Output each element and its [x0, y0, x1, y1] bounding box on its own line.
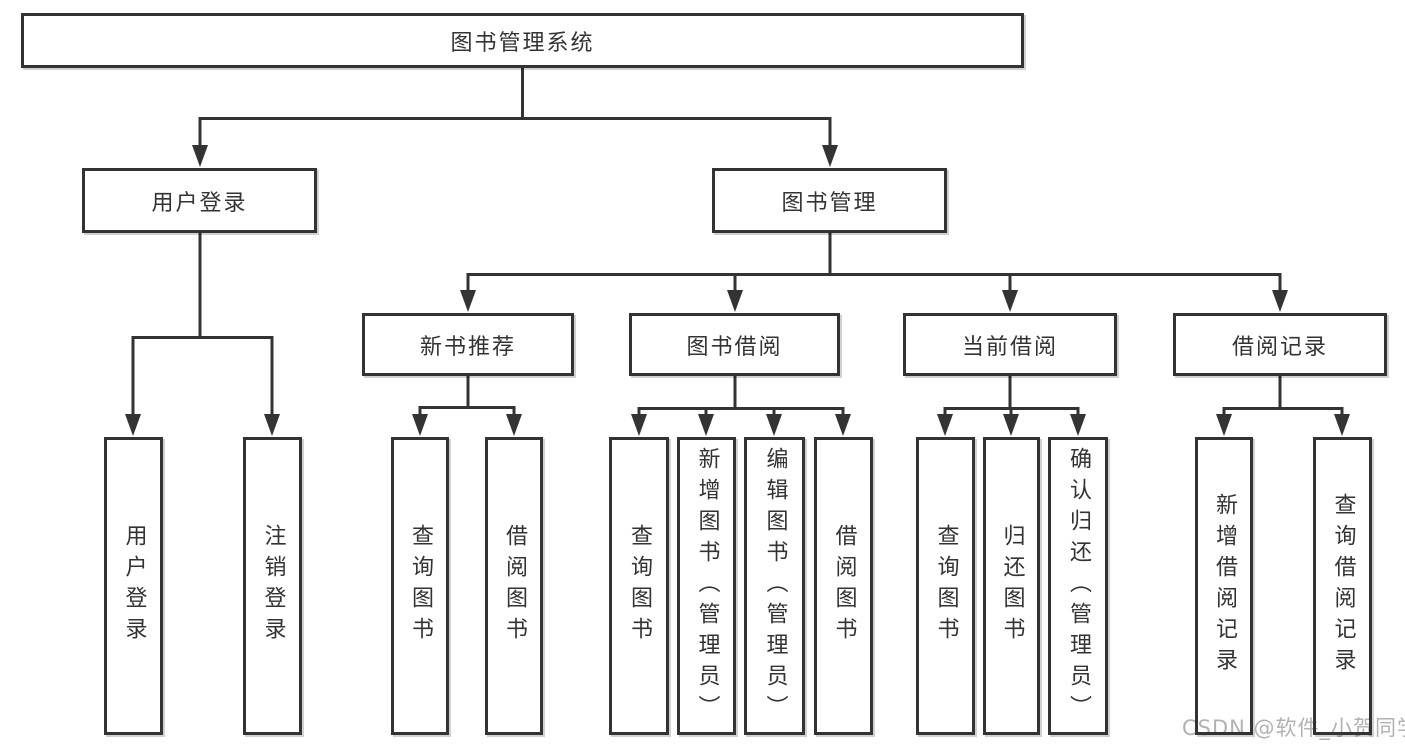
node-user-login: 用户登录: [82, 168, 317, 233]
leaf-edit-books-admin-label: 编辑图书（管理员）: [762, 446, 788, 726]
leaf-add-books-admin-label: 新增图书（管理员）: [694, 446, 720, 726]
node-new-book-recommend-label: 新书推荐: [419, 334, 516, 360]
node-book-management-label: 图书管理: [781, 190, 878, 216]
leaf-query-borrow-record-label: 查询借阅记录: [1330, 493, 1356, 679]
leaf-recommend-query-books-label: 查询图书: [408, 524, 433, 648]
leaf-logout: 注销登录: [243, 437, 302, 735]
node-user-login-label: 用户登录: [151, 190, 248, 216]
leaf-recommend-borrow-books-label: 借阅图书: [502, 524, 527, 648]
node-current-borrow: 当前借阅: [903, 313, 1117, 376]
leaf-borrow-books: 借阅图书: [814, 437, 873, 735]
leaf-borrow-books-label: 借阅图书: [831, 524, 857, 648]
node-current-borrow-label: 当前借阅: [961, 334, 1058, 360]
node-book-borrow-label: 图书借阅: [686, 334, 783, 360]
leaf-recommend-borrow-books: 借阅图书: [485, 437, 543, 735]
arrowheads: [125, 145, 1350, 436]
leaf-borrow-query-books-label: 查询图书: [627, 524, 652, 648]
leaf-confirm-return-admin: 确认归还（管理员）: [1048, 437, 1108, 735]
leaf-recommend-query-books: 查询图书: [391, 437, 449, 735]
node-book-management: 图书管理: [712, 168, 947, 233]
node-borrow-records: 借阅记录: [1173, 313, 1387, 376]
node-root: 图书管理系统: [21, 13, 1024, 68]
node-borrow-records-label: 借阅记录: [1231, 334, 1328, 360]
csdn-watermark: CSDN @软件_小贺同学: [1182, 716, 1405, 740]
leaf-confirm-return-admin-label: 确认归还（管理员）: [1066, 446, 1091, 726]
leaf-query-borrow-record: 查询借阅记录: [1313, 437, 1372, 735]
leaf-add-borrow-record-label: 新增借阅记录: [1212, 493, 1237, 679]
leaf-user-login-label: 用户登录: [121, 524, 147, 648]
leaf-current-query-books: 查询图书: [916, 437, 975, 735]
leaf-borrow-query-books: 查询图书: [609, 437, 669, 735]
leaf-user-login: 用户登录: [104, 437, 163, 735]
leaf-add-borrow-record: 新增借阅记录: [1195, 437, 1253, 735]
node-book-borrow: 图书借阅: [629, 313, 840, 376]
leaf-logout-label: 注销登录: [260, 524, 286, 648]
leaf-return-books-label: 归还图书: [999, 524, 1025, 648]
node-root-label: 图书管理系统: [450, 30, 595, 56]
node-new-book-recommend: 新书推荐: [362, 313, 574, 376]
leaf-current-query-books-label: 查询图书: [933, 524, 959, 648]
leaf-return-books: 归还图书: [983, 437, 1040, 735]
leaf-edit-books-admin: 编辑图书（管理员）: [744, 437, 805, 735]
leaf-add-books-admin: 新增图书（管理员）: [677, 437, 736, 735]
